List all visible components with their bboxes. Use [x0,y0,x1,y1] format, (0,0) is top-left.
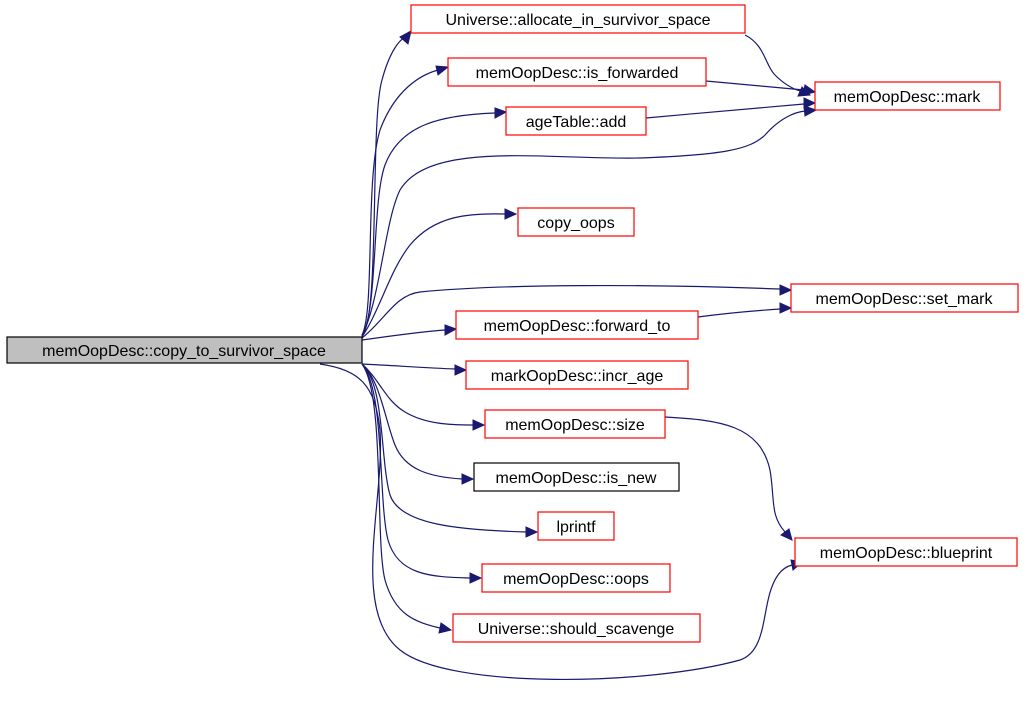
edge-agetable-add-to-mark [645,97,817,119]
svg-text:Universe::allocate_in_survivor: Universe::allocate_in_survivor_space [445,12,710,29]
edge-allocate-to-mark [744,34,812,97]
node-layer: memOopDesc::copy_to_survivor_space Unive… [6,4,1019,643]
edge-size-to-blueprint [664,416,793,541]
node-should-scavenge[interactable]: Universe::should_scavenge [452,613,701,643]
node-is-forwarded[interactable]: memOopDesc::is_forwarded [447,57,707,87]
edge-root-to-size [361,363,486,431]
edge-root-to-copy-oops [361,208,518,338]
edge-root-to-allocate [361,30,412,336]
svg-text:memOopDesc::oops: memOopDesc::oops [503,571,649,588]
svg-text:memOopDesc::set_mark: memOopDesc::set_mark [816,291,994,308]
node-blueprint[interactable]: memOopDesc::blueprint [794,537,1018,567]
svg-text:markOopDesc::incr_age: markOopDesc::incr_age [491,368,664,385]
svg-text:memOopDesc::copy_to_survivor_s: memOopDesc::copy_to_survivor_space [42,343,326,360]
svg-text:lprintf: lprintf [556,519,596,536]
edge-root-to-is-forwarded [361,65,450,336]
svg-text:memOopDesc::is_forwarded: memOopDesc::is_forwarded [476,65,679,82]
svg-text:memOopDesc::is_new: memOopDesc::is_new [496,470,657,487]
node-agetable-add[interactable]: ageTable::add [505,106,647,136]
node-oops[interactable]: memOopDesc::oops [481,563,671,593]
edge-forward-to-to-set-mark [697,302,793,318]
edge-root-to-forward-to [361,324,458,341]
edge-root-to-is-new [361,363,475,485]
edge-root-to-should-scavenge [361,363,453,634]
edge-root-to-agetable-add [361,107,508,337]
svg-text:ageTable::add: ageTable::add [526,114,627,131]
edge-root-to-set-mark [361,284,793,339]
node-set-mark[interactable]: memOopDesc::set_mark [790,283,1019,313]
edge-root-to-mark [361,105,818,337]
svg-text:Universe::should_scavenge: Universe::should_scavenge [478,621,675,638]
node-copy-oops[interactable]: copy_oops [517,207,635,237]
node-is-new[interactable]: memOopDesc::is_new [473,462,680,492]
node-forward-to[interactable]: memOopDesc::forward_to [455,310,699,340]
node-incr-age[interactable]: markOopDesc::incr_age [465,360,689,390]
edge-is-forwarded-to-mark [705,80,817,96]
svg-text:memOopDesc::size: memOopDesc::size [505,417,645,434]
node-mark[interactable]: memOopDesc::mark [814,81,1001,111]
svg-text:memOopDesc::blueprint: memOopDesc::blueprint [820,545,993,562]
node-copy-to-survivor-space[interactable]: memOopDesc::copy_to_survivor_space [6,336,363,364]
edge-root-to-lprintf [361,363,539,538]
svg-text:copy_oops: copy_oops [537,215,614,232]
node-size[interactable]: memOopDesc::size [484,409,666,439]
svg-text:memOopDesc::mark: memOopDesc::mark [834,89,982,106]
svg-text:memOopDesc::forward_to: memOopDesc::forward_to [484,318,671,335]
edge-root-to-oops [361,363,483,584]
node-allocate-in-survivor-space[interactable]: Universe::allocate_in_survivor_space [410,4,746,34]
node-lprintf[interactable]: lprintf [537,511,615,541]
edge-layer [319,30,818,681]
edge-root-to-incr-age [361,363,468,376]
